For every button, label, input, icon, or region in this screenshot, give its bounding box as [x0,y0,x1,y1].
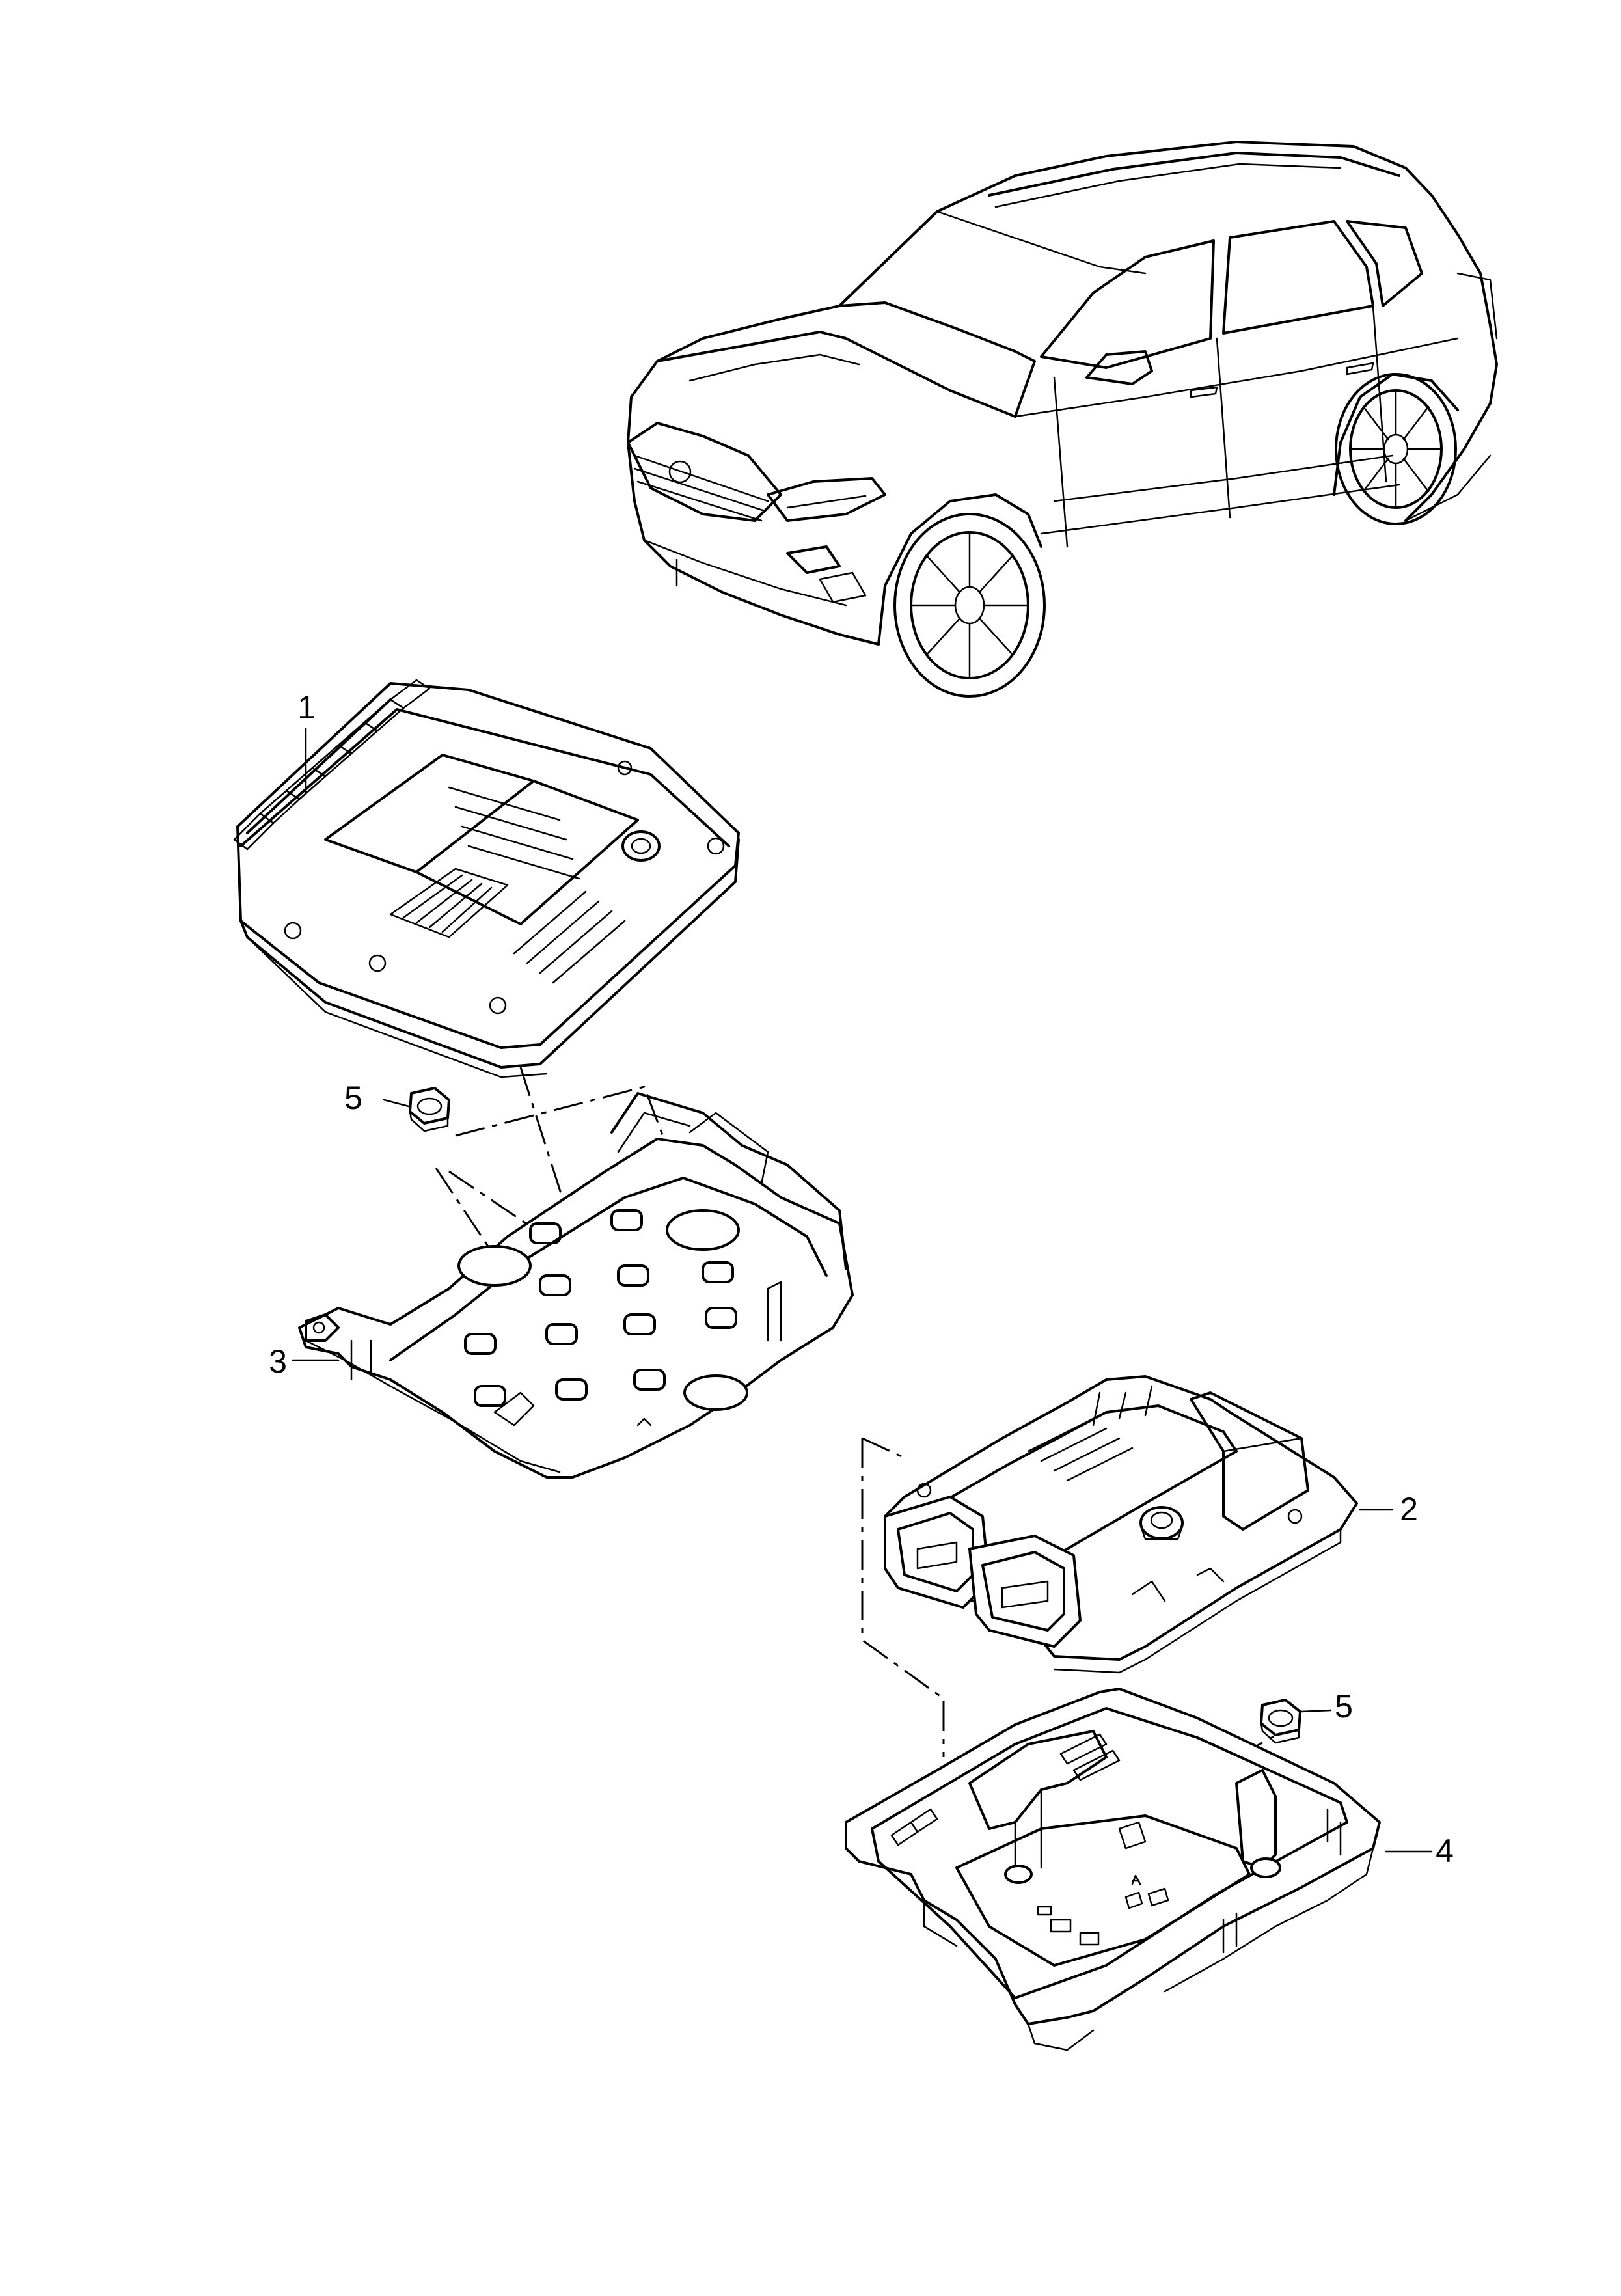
callout-2: 2 [1400,1491,1418,1527]
callout-5-lower: 5 [1335,1688,1353,1725]
bracket-3 [298,1092,854,1479]
nut-5-upper [383,1087,450,1132]
callout-4: 4 [1436,1833,1454,1869]
housing-4 [845,1688,1381,2051]
nut-5-lower [1260,1699,1332,1744]
leader-lines [292,728,1433,1853]
vehicle-illustration [627,141,1498,698]
callout-3: 3 [269,1343,287,1380]
control-unit-2 [884,1375,1358,1674]
control-unit-1 [233,679,740,1078]
callout-1: 1 [297,689,316,726]
callout-5-upper: 5 [344,1080,362,1116]
